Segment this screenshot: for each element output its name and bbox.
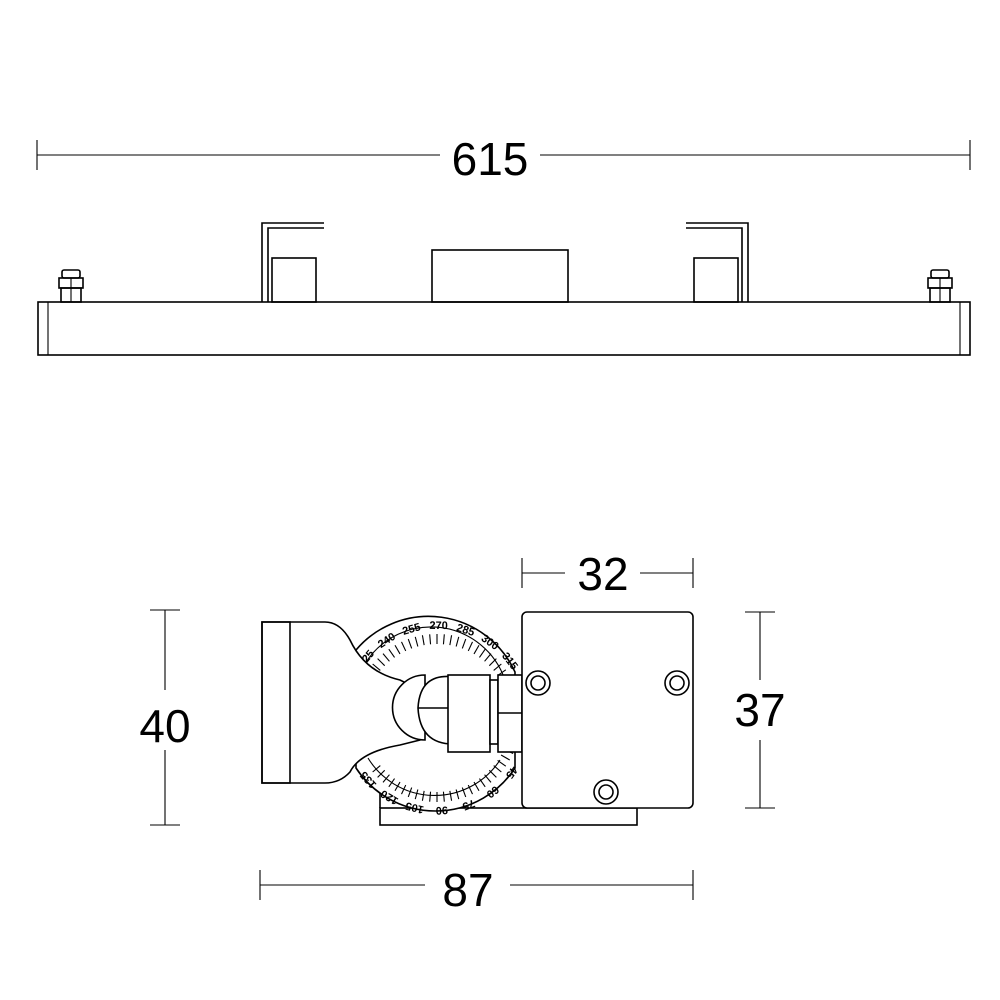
protractor-tick — [372, 663, 381, 671]
side-view — [37, 222, 971, 356]
protractor-tick — [442, 791, 445, 802]
dimension-bracket-width: 32 — [521, 548, 694, 600]
protractor-tick — [473, 644, 480, 655]
protractor-tick — [407, 638, 413, 649]
protractor-tick — [493, 765, 502, 773]
protractor-tick — [484, 653, 492, 662]
protractor-tick — [401, 641, 407, 652]
protractor-tick — [388, 648, 396, 658]
protractor-tick — [377, 769, 386, 778]
base-plate — [379, 807, 638, 826]
protractor-tick — [382, 653, 390, 662]
protractor-label: 90 — [435, 804, 448, 817]
protractor-tick — [372, 765, 381, 773]
protractor-tick — [473, 781, 480, 792]
protractor-tick — [429, 634, 432, 645]
protractor-label: 285 — [455, 622, 476, 639]
dimension-depth: 87 — [259, 864, 694, 916]
protractor-tick — [493, 663, 502, 671]
mounting-bracket-left — [261, 222, 324, 303]
mounting-bracket-right — [686, 222, 749, 303]
dimension-length-label: 615 — [452, 133, 529, 185]
protractor-tick — [394, 781, 401, 792]
svg-text:40: 40 — [139, 700, 190, 752]
protractor-tick — [484, 774, 492, 783]
protractor-tick — [467, 641, 473, 652]
protractor-tick — [461, 787, 467, 798]
svg-text:87: 87 — [442, 864, 493, 916]
dimension-box-height: 37 — [734, 611, 786, 809]
pivot-knob — [391, 674, 523, 753]
protractor-tick — [497, 759, 507, 767]
cable-gland-right — [927, 269, 953, 303]
protractor-tick — [407, 787, 413, 798]
dimension-height: 40 — [139, 609, 191, 826]
protractor-label: 270 — [429, 620, 448, 632]
protractor-tick — [429, 791, 432, 802]
protractor-label: 75 — [461, 797, 477, 812]
protractor-tick — [421, 790, 425, 801]
cable-gland-left — [58, 269, 84, 303]
protractor-tick — [414, 636, 419, 647]
protractor-tick — [401, 784, 407, 795]
protractor-tick — [461, 638, 467, 649]
protractor-tick — [442, 634, 445, 645]
protractor-tick — [488, 658, 497, 667]
protractor-tick — [455, 789, 460, 800]
protractor-tick — [382, 774, 390, 783]
protractor-label: 105 — [404, 799, 425, 815]
protractor-tick — [388, 778, 396, 788]
driver-box — [431, 249, 569, 303]
protractor-tick — [500, 754, 511, 761]
protractor-tick — [449, 790, 453, 801]
protractor-tick — [414, 789, 419, 800]
svg-text:32: 32 — [577, 548, 628, 600]
protractor-tick — [488, 769, 497, 778]
protractor-tick — [449, 635, 453, 646]
dimension-length: 615 — [36, 133, 971, 185]
protractor-tick — [394, 644, 401, 655]
protractor-label: 60 — [484, 783, 501, 800]
bracket-box — [521, 611, 694, 809]
end-view: 2252402552702853003153301351201059075604… — [261, 611, 694, 826]
protractor-label: 45 — [503, 764, 520, 781]
protractor-tick — [467, 784, 473, 795]
protractor-tick — [455, 636, 460, 647]
protractor-tick — [377, 658, 386, 667]
protractor-tick — [478, 648, 486, 658]
protractor-label: 255 — [401, 621, 422, 638]
protractor-tick — [421, 635, 425, 646]
protractor-tick — [478, 778, 486, 788]
svg-text:37: 37 — [734, 684, 785, 736]
